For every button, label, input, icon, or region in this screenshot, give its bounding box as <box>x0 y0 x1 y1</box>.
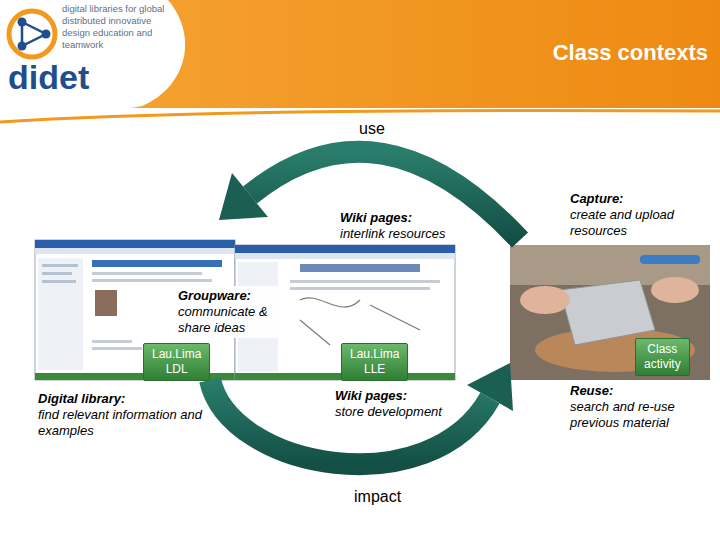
slide-title: Class contexts <box>553 40 708 66</box>
annotation-heading: Digital library: <box>38 391 203 407</box>
annotation-heading: Reuse: <box>570 383 705 399</box>
annotation: Wiki pages:store development <box>335 388 460 420</box>
annotation: Groupware:communicate & share ideas <box>175 286 285 338</box>
text-line <box>42 280 76 283</box>
box-text: Class activity <box>644 342 681 372</box>
window-sidebar <box>38 258 83 370</box>
annotation-body: store development <box>335 404 460 420</box>
cycle-arrowhead <box>467 363 513 411</box>
text-line <box>92 279 212 282</box>
annotation: Wiki pages:interlink resources <box>340 210 475 242</box>
cycle-arrow-shaft <box>210 380 490 464</box>
annotation-body: search and re-use previous material <box>570 399 705 431</box>
logo-dot <box>42 30 51 39</box>
box-text: Lau.Lima LLE <box>350 347 399 377</box>
sketch-lines <box>300 298 420 345</box>
annotation: Digital library:find relevant informatio… <box>38 391 203 439</box>
tool-handle <box>640 255 700 264</box>
text-line <box>92 340 132 343</box>
hand <box>520 286 570 314</box>
box-text: Lau.Lima LDL <box>152 347 201 377</box>
text-line <box>290 287 430 290</box>
label-box: Class activity <box>635 338 690 376</box>
logo-dot <box>18 18 27 27</box>
text-line <box>42 272 72 275</box>
photo-ground <box>510 245 710 380</box>
hand <box>651 277 699 303</box>
annotation-body: interlink resources <box>340 226 475 242</box>
logo-tagline: digital libraries for global distributed… <box>62 3 174 51</box>
text-line <box>92 347 142 350</box>
portrait-image <box>95 290 117 316</box>
logo-ring <box>9 11 55 57</box>
text-line <box>92 272 202 275</box>
annotation: Reuse:search and re-use previous materia… <box>570 383 705 431</box>
page-heading-bar <box>300 264 420 272</box>
annotation-heading: Capture: <box>570 191 695 207</box>
window-titlebar <box>235 245 455 253</box>
window-menubar <box>235 253 455 259</box>
logo-ground <box>0 0 185 119</box>
annotation-heading: Wiki pages: <box>335 388 460 404</box>
annotation-heading: Wiki pages: <box>340 210 475 226</box>
metal-part <box>560 280 655 345</box>
cycle-label: impact <box>354 488 401 506</box>
text-line <box>290 280 440 283</box>
label-box: Lau.Lima LLE <box>341 343 408 381</box>
cycle-arrowhead <box>219 173 268 220</box>
window-titlebar <box>35 240 235 248</box>
annotation-body: find relevant information and examples <box>38 407 203 439</box>
logo-dot <box>18 42 27 51</box>
annotation-body: create and upload resources <box>570 207 695 239</box>
annotation-heading: Groupware: <box>178 288 282 304</box>
window-menubar <box>35 248 235 254</box>
page-heading-bar <box>92 260 222 267</box>
logo-wordmark: didet <box>8 58 89 97</box>
text-line <box>42 264 78 267</box>
cycle-label: use <box>359 120 385 138</box>
class-photo <box>510 245 710 380</box>
annotation-body: communicate & share ideas <box>178 304 282 336</box>
annotation: Capture:create and upload resources <box>570 191 695 239</box>
label-box: Lau.Lima LDL <box>143 343 210 381</box>
